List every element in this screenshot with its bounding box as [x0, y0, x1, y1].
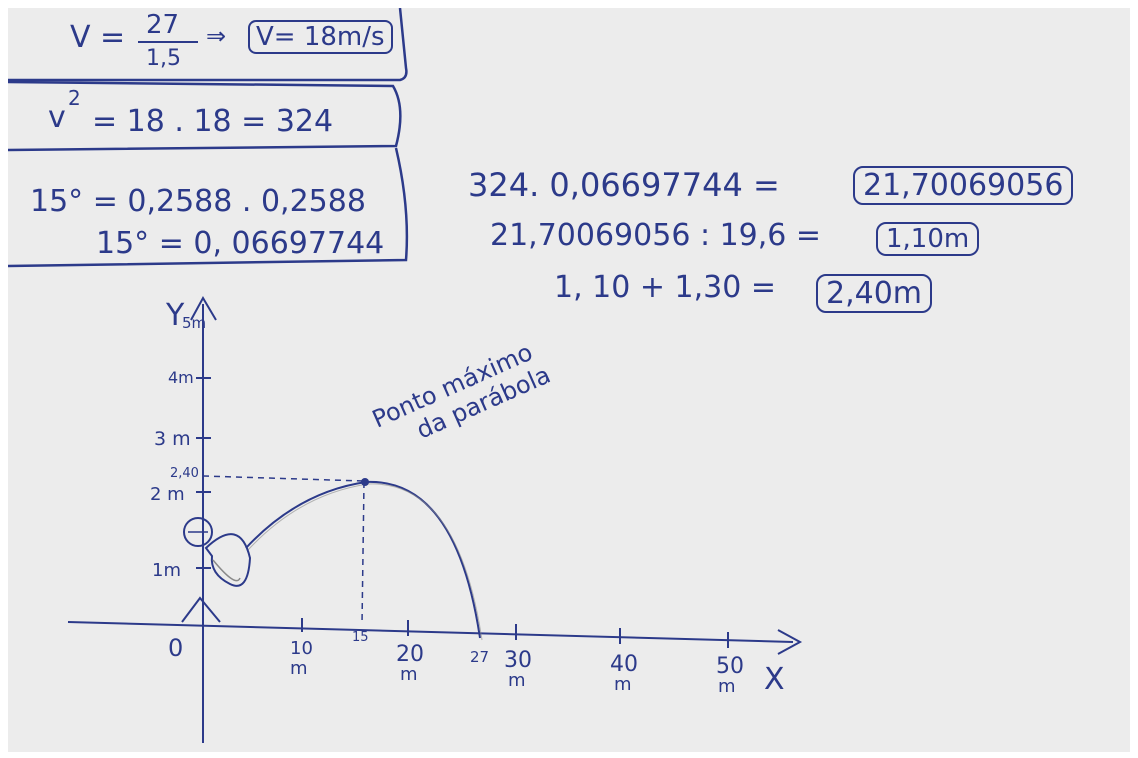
sin-squared-line1: 15° = 0,2588 . 0,2588	[30, 184, 366, 219]
y-axis-arrowhead	[190, 295, 217, 321]
calc3-expression: 1, 10 + 1,30 =	[554, 270, 777, 305]
x-tick-20: 20	[396, 642, 424, 667]
x-axis	[67, 621, 794, 643]
velocity-lhs: V =	[70, 20, 126, 55]
x-tick-10-unit: m	[290, 658, 308, 679]
sin-squared-line2: 15° = 0, 06697744	[96, 226, 385, 261]
notebook-page: V = 27 1,5 ⇒ V= 18m/s v 2 = 18 . 18 = 32…	[8, 8, 1130, 752]
x-tick-27: 27	[470, 648, 490, 666]
calc-box-frame	[8, 8, 409, 268]
x-axis-arrowhead	[777, 629, 803, 655]
y-tick-5m: 5m	[182, 314, 207, 332]
x-tick-50-unit: m	[718, 676, 736, 697]
y-tick-2m: 2 m	[150, 484, 185, 505]
x-tick-50: 50	[716, 654, 744, 679]
calc1-result: 21,70069056	[853, 166, 1074, 205]
y-tick-1m: 1m	[152, 560, 181, 581]
y-axis-label: Y	[166, 298, 185, 333]
velocity-result: V= 18m/s	[248, 20, 393, 54]
x-tick-40-unit: m	[614, 674, 632, 695]
person-arm	[204, 533, 252, 587]
x-tick-30-unit: m	[508, 670, 526, 691]
exponent: 2	[68, 86, 81, 110]
x-tick-15: 15	[352, 630, 369, 645]
person-head	[183, 517, 213, 547]
v-symbol: v	[48, 100, 66, 135]
x-tick-40: 40	[610, 652, 638, 677]
y-tick-4m: 4m	[168, 368, 194, 387]
person-legs	[181, 596, 221, 623]
x-axis-label: X	[764, 662, 785, 697]
velocity-denominator: 1,5	[146, 46, 181, 71]
max-point	[361, 478, 369, 486]
velocity-numerator: 27	[146, 10, 180, 40]
calc2-expression: 21,70069056 : 19,6 =	[490, 218, 822, 253]
x-tick-20-unit: m	[400, 664, 418, 685]
parabola-trajectory	[245, 480, 481, 639]
calc1-expression: 324. 0,06697744 =	[468, 166, 780, 204]
trajectory-graph	[67, 295, 803, 743]
max-distance-guide	[361, 481, 365, 625]
calc3-result: 2,40m	[816, 274, 933, 313]
velocity-squared-rhs: = 18 . 18 = 324	[92, 104, 334, 139]
calc2-result: 1,10m	[876, 222, 980, 256]
x-tick-30: 30	[504, 648, 532, 673]
origin-label: 0	[168, 634, 184, 662]
y-tick-240: 2,40	[170, 466, 199, 481]
y-tick-3m: 3 m	[154, 428, 191, 450]
max-height-guide	[202, 475, 365, 482]
implies-arrow: ⇒	[206, 22, 227, 50]
parabola-pencil	[247, 483, 483, 641]
x-tick-10: 10	[290, 638, 313, 659]
